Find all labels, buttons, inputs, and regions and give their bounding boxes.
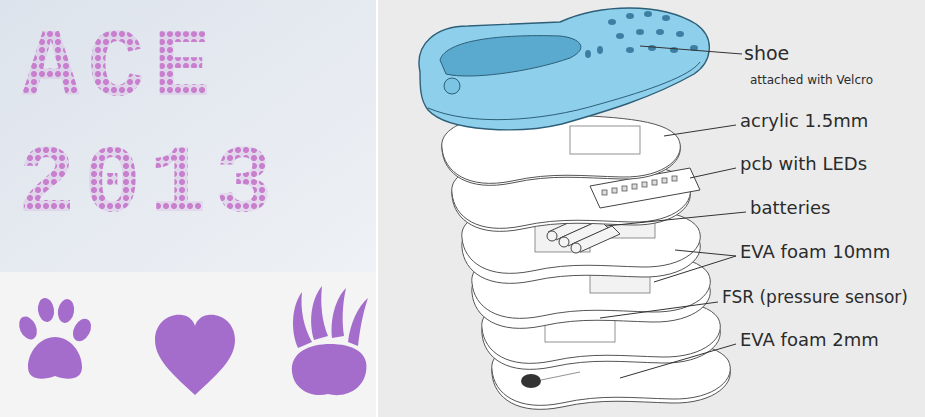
heart-icon [155,315,235,395]
diagram-background [378,0,925,417]
part-label: acrylic 1.5mm [740,112,868,130]
photo-background [0,0,376,272]
fsr-tail [541,372,580,380]
part-label: FSR (pressure sensor) [722,289,908,306]
part-label: shoe [744,44,789,63]
leader-lines [600,46,746,378]
claw-icon [292,286,368,395]
led-text: 2013 [18,138,280,234]
led-text: ACE [22,22,219,118]
part-label: EVA foam 2mm [740,331,879,349]
part-label: pcb with LEDs [740,155,867,173]
part-label: batteries [750,199,831,217]
fsr-sensor [521,374,541,388]
note-label: attached with Velcro [750,74,873,86]
clog-shoe [419,8,709,130]
paw-icon [16,297,95,379]
part-label: EVA foam 10mm [740,243,890,261]
icon-background [0,272,376,417]
